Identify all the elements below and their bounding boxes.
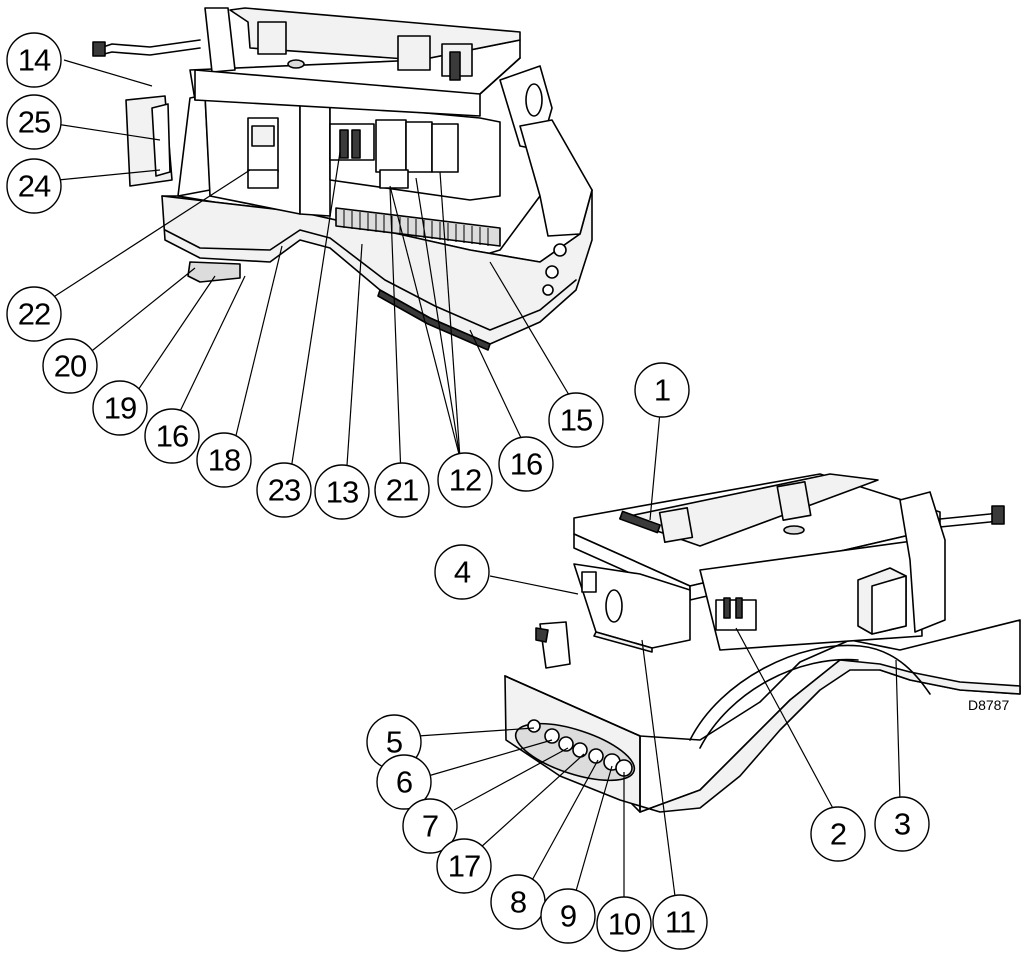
svg-text:7: 7 (422, 809, 438, 844)
svg-text:18: 18 (208, 443, 240, 478)
svg-text:21: 21 (386, 473, 418, 508)
svg-text:2: 2 (830, 817, 846, 852)
callout-7: 7 (402, 798, 458, 854)
callout-11: 11 (652, 894, 708, 950)
callout-22: 22 (6, 286, 62, 342)
callout-2: 2 (810, 806, 866, 862)
callouts: 14 25 24 22 20 19 16 18 23 13 21 12 16 1… (6, 32, 930, 952)
callout-14: 14 (6, 32, 62, 88)
svg-text:15: 15 (560, 403, 592, 438)
svg-text:23: 23 (268, 473, 300, 508)
svg-text:25: 25 (18, 105, 50, 140)
callout-25: 25 (6, 94, 62, 150)
callout-18: 18 (196, 432, 252, 488)
svg-text:24: 24 (18, 169, 51, 204)
callout-10: 10 (596, 896, 652, 952)
upper-assembly (92, 7, 593, 351)
svg-text:10: 10 (608, 907, 641, 942)
svg-text:8: 8 (510, 885, 526, 920)
svg-text:12: 12 (449, 463, 481, 498)
svg-text:20: 20 (54, 349, 87, 384)
svg-text:17: 17 (448, 849, 480, 884)
svg-text:16: 16 (510, 447, 542, 482)
callout-19: 19 (92, 380, 148, 436)
svg-text:9: 9 (560, 899, 576, 934)
drawing-code: D8787 (968, 697, 1009, 713)
lower-assembly (504, 473, 1021, 813)
callout-4: 4 (434, 544, 490, 600)
svg-text:19: 19 (104, 391, 136, 426)
callout-1: 1 (634, 362, 690, 418)
callout-23: 23 (256, 462, 312, 518)
callout-12: 12 (437, 452, 493, 508)
callout-6: 6 (376, 754, 432, 810)
svg-text:16: 16 (156, 419, 188, 454)
svg-text:4: 4 (454, 555, 471, 590)
callout-17: 17 (436, 838, 492, 894)
callout-15: 15 (548, 392, 604, 448)
leader-lines (51, 59, 901, 905)
svg-text:6: 6 (396, 765, 412, 800)
svg-text:22: 22 (18, 297, 50, 332)
svg-text:14: 14 (18, 43, 51, 78)
callout-3: 3 (874, 796, 930, 852)
callout-13: 13 (314, 464, 370, 520)
callout-9: 9 (540, 888, 596, 944)
svg-text:1: 1 (654, 373, 670, 408)
callout-21: 21 (374, 462, 430, 518)
svg-text:3: 3 (894, 807, 910, 842)
svg-text:13: 13 (326, 475, 358, 510)
callout-20: 20 (42, 338, 98, 394)
svg-text:5: 5 (386, 725, 402, 760)
callout-8: 8 (490, 874, 546, 930)
callout-24: 24 (6, 158, 62, 214)
callout-16-top: 16 (144, 408, 200, 464)
svg-text:11: 11 (665, 905, 695, 940)
callout-16-bottom: 16 (498, 436, 554, 492)
